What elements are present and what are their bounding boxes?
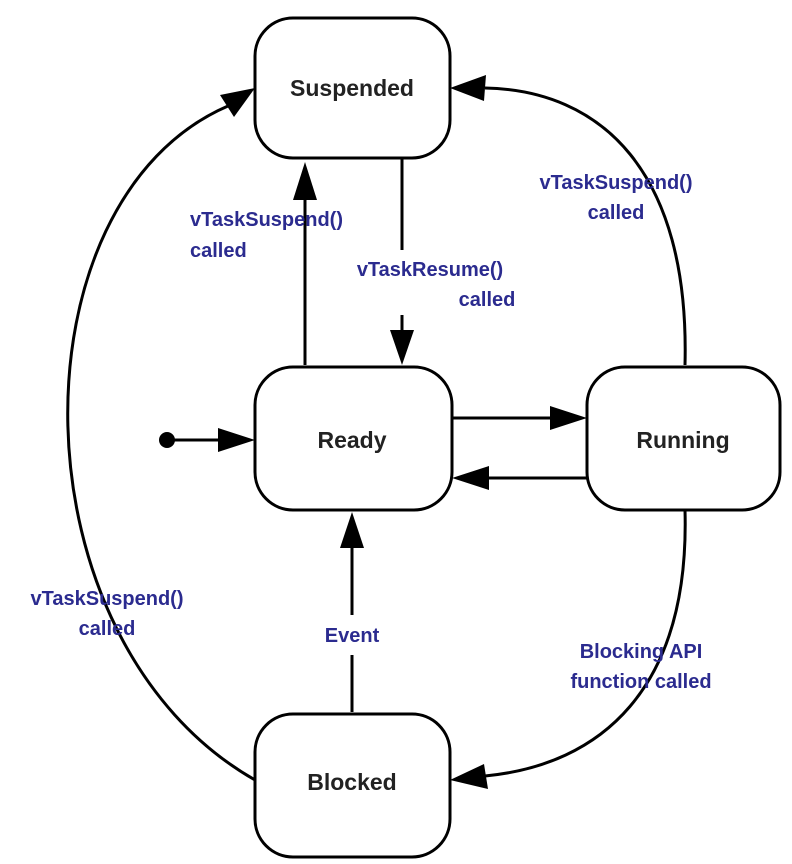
label-line: vTaskResume() (357, 259, 503, 281)
label-line: called (588, 202, 645, 224)
edge-running-to-blocked (450, 509, 687, 789)
label-line: vTaskSuspend() (540, 172, 693, 194)
edge-ready-to-running (452, 406, 587, 430)
label-running-to-blocked: Blocking API function called (570, 641, 711, 693)
label-line: called (79, 618, 136, 640)
edge-ready-to-suspended (293, 162, 317, 365)
state-running: Running (585, 365, 782, 512)
edge-running-to-ready (452, 466, 587, 490)
label-line: Event (325, 625, 380, 647)
label-line: called (459, 289, 516, 311)
label-suspended-to-ready: vTaskResume() called (357, 259, 516, 311)
label-line: function called (570, 671, 711, 693)
edge-blocked-to-suspended (66, 88, 256, 782)
state-blocked: Blocked (253, 712, 452, 859)
state-label: Blocked (307, 769, 396, 795)
label-blocked-to-suspended: vTaskSuspend() called (31, 588, 184, 640)
state-label: Ready (317, 427, 386, 453)
state-suspended: Suspended (253, 16, 452, 160)
edge-running-to-suspended (450, 75, 687, 366)
label-line: vTaskSuspend() (190, 209, 343, 231)
label-line: vTaskSuspend() (31, 588, 184, 610)
edge-suspended-to-ready (390, 158, 414, 365)
edge-initial-to-ready (159, 428, 255, 452)
label-ready-to-suspended: vTaskSuspend() called (190, 209, 343, 262)
state-ready: Ready (253, 365, 454, 512)
edge-blocked-to-ready (340, 512, 364, 712)
label-line: called (190, 240, 247, 262)
label-running-to-suspended: vTaskSuspend() called (540, 172, 693, 224)
state-label: Suspended (290, 75, 414, 101)
label-line: Blocking API (580, 641, 703, 663)
label-blocked-to-ready: Event (325, 625, 380, 647)
state-label: Running (636, 427, 729, 453)
